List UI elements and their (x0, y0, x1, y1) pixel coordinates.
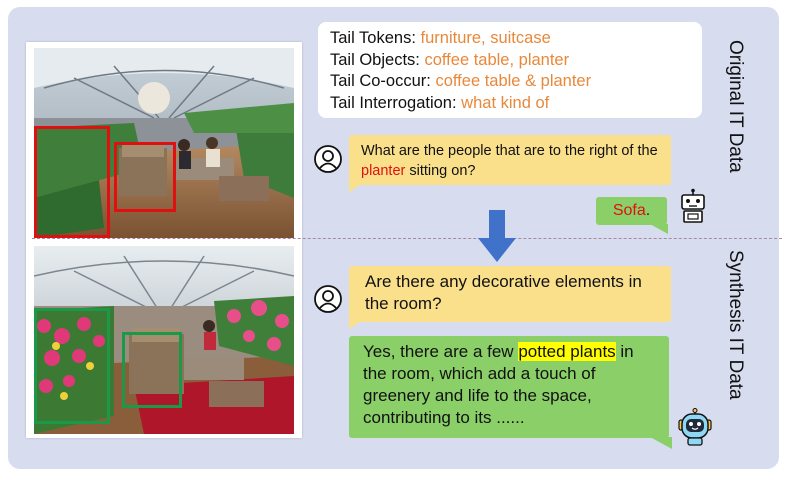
section-divider (32, 238, 782, 239)
synthesis-answer-tail (650, 437, 672, 449)
original-answer-tail (650, 224, 668, 234)
tail-objects-row: Tail Objects: coffee table, planter (330, 50, 570, 69)
synthesis-question-tail (349, 317, 367, 329)
user-icon (314, 145, 342, 173)
bbox-planter (34, 126, 110, 238)
photo-frame (26, 42, 302, 438)
synthesis-photo (34, 246, 294, 434)
tail-tokens-row: Tail Tokens: furniture, suitcase (330, 29, 551, 47)
synthesis-answer-bubble: Yes, there are a few potted plants in th… (349, 336, 669, 438)
original-photo (34, 48, 294, 238)
user-icon-synth (314, 285, 342, 313)
bbox-chair (114, 142, 176, 212)
tail-interrogation-row: Tail Interrogation: what kind of (330, 93, 550, 112)
robot-icon (681, 188, 705, 223)
tail-info-box: Tail Tokens: furniture, suitcase Tail Ob… (318, 22, 702, 118)
down-arrow-icon (478, 210, 516, 262)
synthesis-it-label: Synthesis IT Data (725, 250, 746, 400)
original-it-label: Original IT Data (725, 40, 746, 173)
original-answer-bubble: Sofa. (596, 197, 667, 225)
synthesis-question-bubble: Are there any decorative elements in the… (349, 266, 671, 322)
original-question-bubble: What are the people that are to the righ… (349, 135, 671, 185)
tail-cooccur-row: Tail Co-occur: coffee table & planter (330, 72, 592, 90)
cute-robot-icon (678, 408, 712, 446)
original-question-tail (349, 180, 367, 192)
bbox-chair-synth (122, 332, 182, 408)
bbox-flower-planter (34, 308, 110, 424)
